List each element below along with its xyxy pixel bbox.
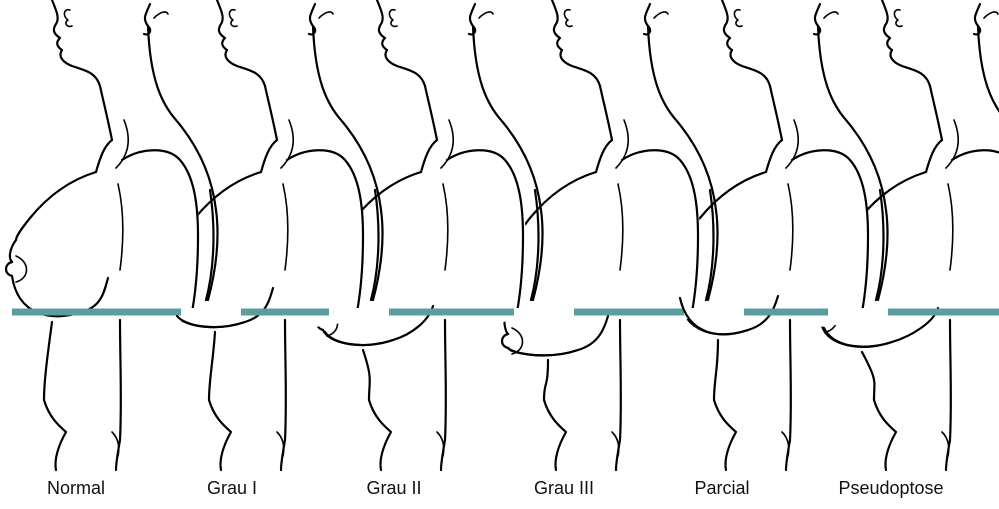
line-occlusion-pseudoptose: [828, 308, 888, 317]
stage-label-parcial: Parcial: [694, 478, 749, 499]
line-occlusion-grau-2: [329, 308, 389, 317]
torso-figure-normal: [3, 0, 217, 470]
stage-label-grau-2: Grau II: [366, 478, 421, 499]
stage-label-pseudoptose: Pseudoptose: [838, 478, 943, 499]
torso-figure-grau-3: [502, 0, 718, 470]
stage-label-grau-1: Grau I: [207, 478, 257, 499]
line-occlusion-grau-3: [514, 308, 574, 317]
torso-figure-parcial: [672, 0, 888, 470]
stage-label-grau-3: Grau III: [534, 478, 594, 499]
line-occlusion-parcial: [684, 308, 744, 317]
line-occlusion-grau-1: [181, 308, 241, 317]
stage-label-normal: Normal: [47, 478, 105, 499]
